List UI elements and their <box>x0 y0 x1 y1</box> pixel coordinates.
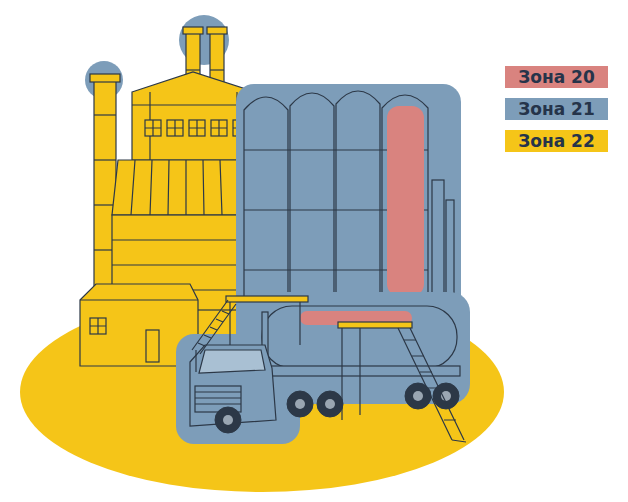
wheel <box>223 415 233 425</box>
legend-swatch: Зона 21 <box>505 98 608 120</box>
wheel <box>433 383 459 409</box>
stairs <box>342 328 466 442</box>
wheel <box>405 383 431 409</box>
zone-20-silo <box>387 106 424 296</box>
tanker-truck <box>199 350 265 373</box>
factory-building <box>145 120 249 136</box>
annex-building <box>146 330 159 362</box>
stairs <box>196 302 300 372</box>
stairs <box>404 340 456 420</box>
legend-label: Зона 20 <box>518 66 595 88</box>
stairs <box>398 328 464 440</box>
stairs <box>226 296 308 302</box>
chimney <box>94 114 116 115</box>
legend: Зона 20 Зона 21 Зона 22 <box>505 66 608 162</box>
stairs <box>198 311 229 346</box>
zone-20-silo <box>387 106 424 296</box>
chimney <box>94 159 116 160</box>
annex-building <box>80 299 198 300</box>
stairs <box>192 296 466 442</box>
chimney <box>183 27 203 34</box>
stairs <box>338 322 412 328</box>
chimney <box>210 69 224 70</box>
wheel <box>325 399 335 409</box>
chimney <box>90 74 120 82</box>
annex-building <box>90 318 106 334</box>
legend-label: Зона 22 <box>518 130 595 152</box>
chimney <box>186 69 200 70</box>
wheel <box>215 383 459 433</box>
legend-swatch: Зона 20 <box>505 66 608 88</box>
wheel <box>223 391 451 425</box>
tanker-truck <box>195 392 241 404</box>
wheel <box>317 391 343 417</box>
zone-21-truck-area <box>176 292 470 444</box>
chimney <box>207 27 227 34</box>
wheel <box>413 391 423 401</box>
wheel <box>287 391 313 417</box>
wheel <box>215 407 241 433</box>
legend-label: Зона 21 <box>518 98 595 120</box>
wheel <box>295 399 305 409</box>
legend-swatch: Зона 22 <box>505 130 608 152</box>
zone-22-ground <box>20 292 504 492</box>
zone-22-ground <box>20 292 504 492</box>
annex-building <box>90 318 106 334</box>
